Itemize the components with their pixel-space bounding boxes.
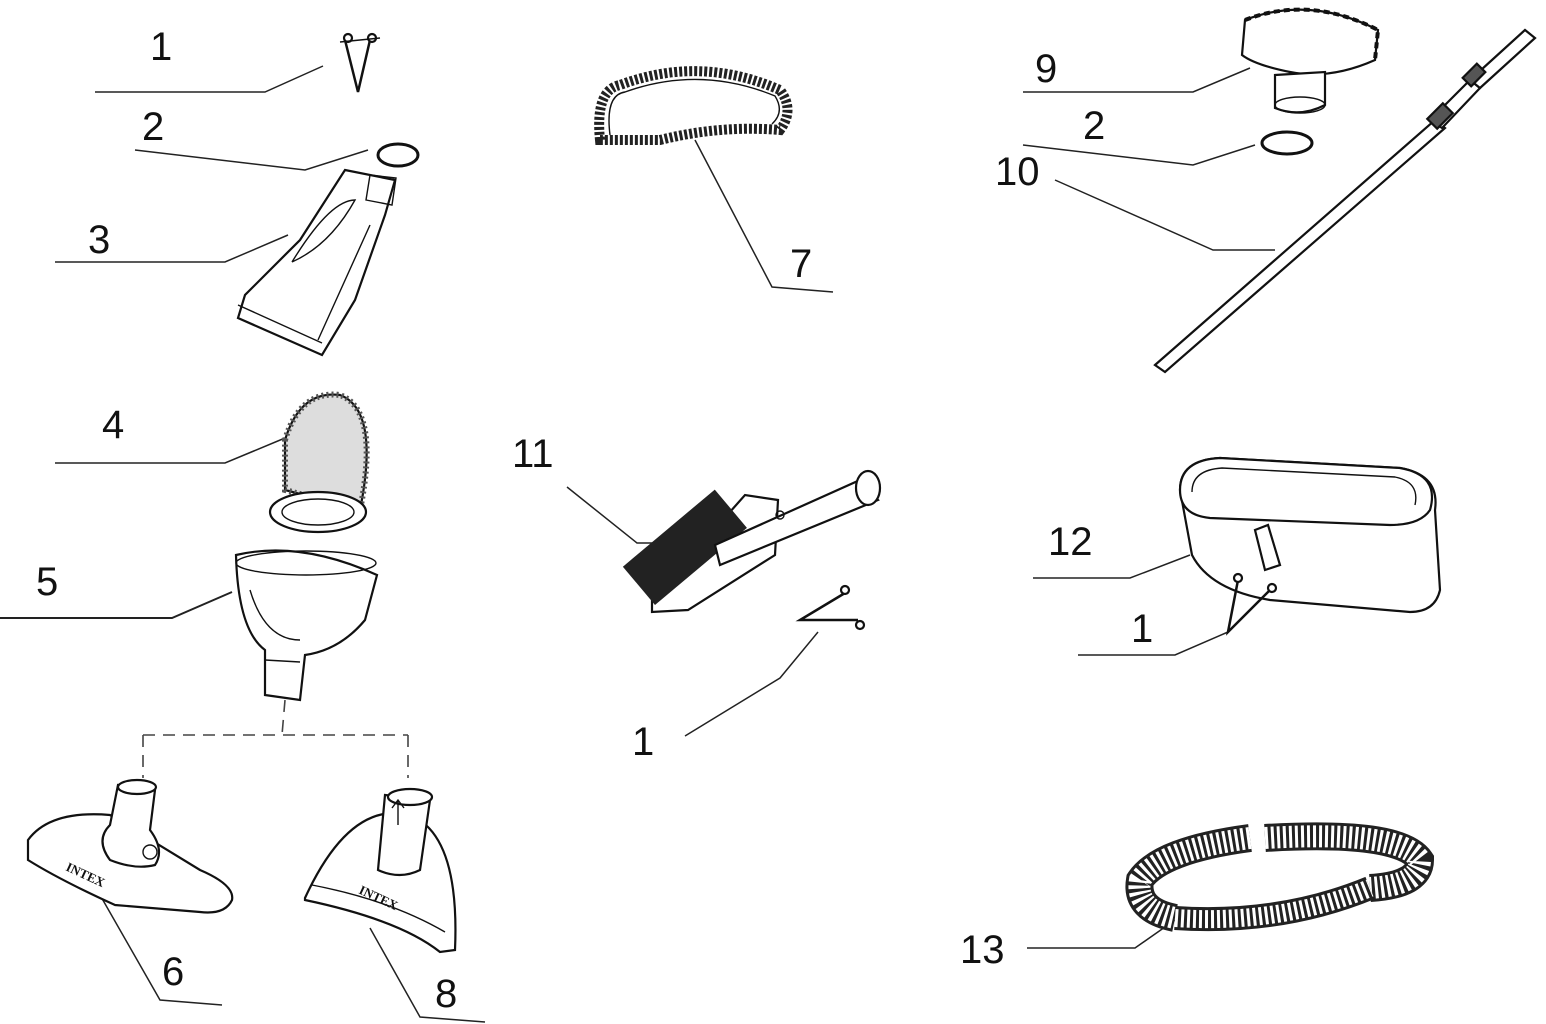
part-filter (268, 391, 370, 534)
leader-13 (1027, 919, 1176, 949)
leader-12 (1033, 554, 1191, 579)
connection-dashed-lines (142, 699, 409, 778)
callout-10: 10 (995, 150, 1040, 194)
leader-9 (1023, 67, 1251, 93)
leader-8 (369, 927, 486, 1023)
part-cap (1240, 7, 1381, 114)
part-telescopic-pole (1153, 28, 1537, 374)
leader-1c (1078, 631, 1229, 656)
leader-6 (99, 894, 223, 1006)
leader-10 (1054, 179, 1275, 251)
leader-2a (134, 149, 369, 171)
callout-5: 5 (36, 560, 58, 604)
part-clip-1 (339, 32, 381, 93)
part-collector (234, 549, 379, 702)
callout-11: 11 (512, 432, 554, 476)
callout-8: 8 (435, 972, 457, 1016)
leader-lines (0, 65, 1275, 1023)
callout-13: 13 (960, 928, 1005, 972)
leader-3 (55, 234, 289, 263)
part-vacuum-body (236, 168, 397, 357)
leader-1b (684, 631, 819, 737)
callout-2: 2 (142, 105, 164, 149)
callout-2b: 2 (1083, 104, 1105, 148)
callout-1: 1 (150, 25, 172, 69)
callout-9: 9 (1035, 47, 1057, 91)
part-skimmer (1178, 456, 1442, 614)
part-wall-brush (622, 469, 882, 614)
part-vacuum-head-6: INTEX (26, 778, 234, 914)
part-vacuum-head-8: INTEX (303, 787, 457, 954)
callout-4: 4 (102, 403, 124, 447)
part-o-ring (376, 142, 420, 168)
callout-7: 7 (790, 242, 812, 286)
leader-4 (55, 437, 286, 464)
part-clip-1c (1226, 572, 1278, 636)
part-brush-frame (594, 66, 793, 145)
part-hose (1125, 822, 1435, 932)
leader-5 (0, 591, 233, 619)
callout-3: 3 (88, 218, 110, 262)
callout-12: 12 (1048, 520, 1093, 564)
callout-1b: 1 (632, 720, 654, 764)
leader-2b (1022, 144, 1256, 166)
leader-1a (95, 65, 324, 93)
callout-labels: 1 2 3 4 5 6 7 8 9 2 10 11 1 12 1 13 (36, 25, 1153, 1016)
callout-1c: 1 (1131, 607, 1153, 651)
part-clip-1b (795, 584, 866, 631)
leader-7 (694, 139, 834, 293)
part-o-ring-2 (1260, 130, 1314, 156)
callout-6: 6 (162, 950, 184, 994)
